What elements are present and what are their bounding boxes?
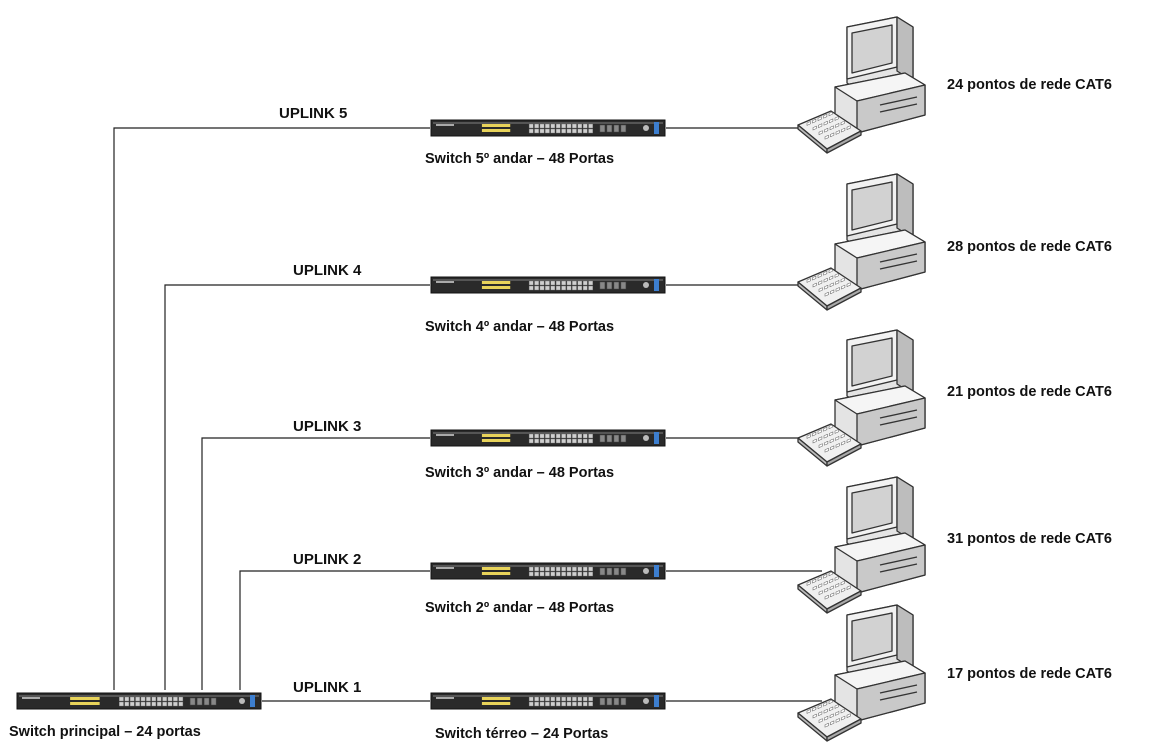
network-switch-icon — [430, 276, 666, 294]
desktop-computer-icon — [795, 603, 930, 743]
switch-2-label: Switch 2º andar – 48 Portas — [425, 600, 615, 616]
network-switch-icon — [430, 429, 666, 447]
network-switch-icon — [16, 692, 262, 710]
switch-5-andar — [430, 116, 666, 140]
desktop-computer-icon — [795, 475, 930, 615]
network-switch-icon — [430, 562, 666, 580]
points-1-label: 17 pontos de rede CAT6 — [947, 666, 1112, 682]
uplink-3-line — [201, 437, 430, 690]
switch-3-label: Switch 3º andar – 48 Portas — [425, 465, 615, 481]
switch-4-andar — [430, 273, 666, 297]
network-switch-icon — [430, 692, 666, 710]
desktop-computer-icon — [795, 172, 930, 312]
uplink-3-label: UPLINK 3 — [293, 418, 362, 435]
desktop-computer-icon — [795, 328, 930, 468]
switch-3-andar — [430, 426, 666, 450]
network-switch-icon — [430, 119, 666, 137]
uplink-5-line — [113, 127, 430, 690]
switch-2-andar — [430, 559, 666, 583]
switch-4-label: Switch 4º andar – 48 Portas — [425, 319, 615, 335]
points-2-label: 31 pontos de rede CAT6 — [947, 531, 1112, 547]
desktop-computer-icon — [795, 15, 930, 155]
uplink-4-line — [164, 284, 430, 690]
uplink-1-label: UPLINK 1 — [293, 679, 362, 696]
points-5-label: 24 pontos de rede CAT6 — [947, 77, 1112, 93]
uplink-4-label: UPLINK 4 — [293, 262, 362, 279]
main-switch — [16, 689, 262, 713]
switch-5-label: Switch 5º andar – 48 Portas — [425, 151, 615, 167]
switch-terreo — [430, 689, 666, 713]
uplink-2-label: UPLINK 2 — [293, 551, 362, 568]
uplink-2-line — [239, 570, 430, 690]
switch-terreo-label: Switch térreo – 24 Portas — [435, 726, 609, 742]
uplink-5-label: UPLINK 5 — [279, 105, 348, 122]
main-switch-label: Switch principal – 24 portas — [9, 724, 201, 740]
points-4-label: 28 pontos de rede CAT6 — [947, 239, 1112, 255]
points-3-label: 21 pontos de rede CAT6 — [947, 384, 1112, 400]
